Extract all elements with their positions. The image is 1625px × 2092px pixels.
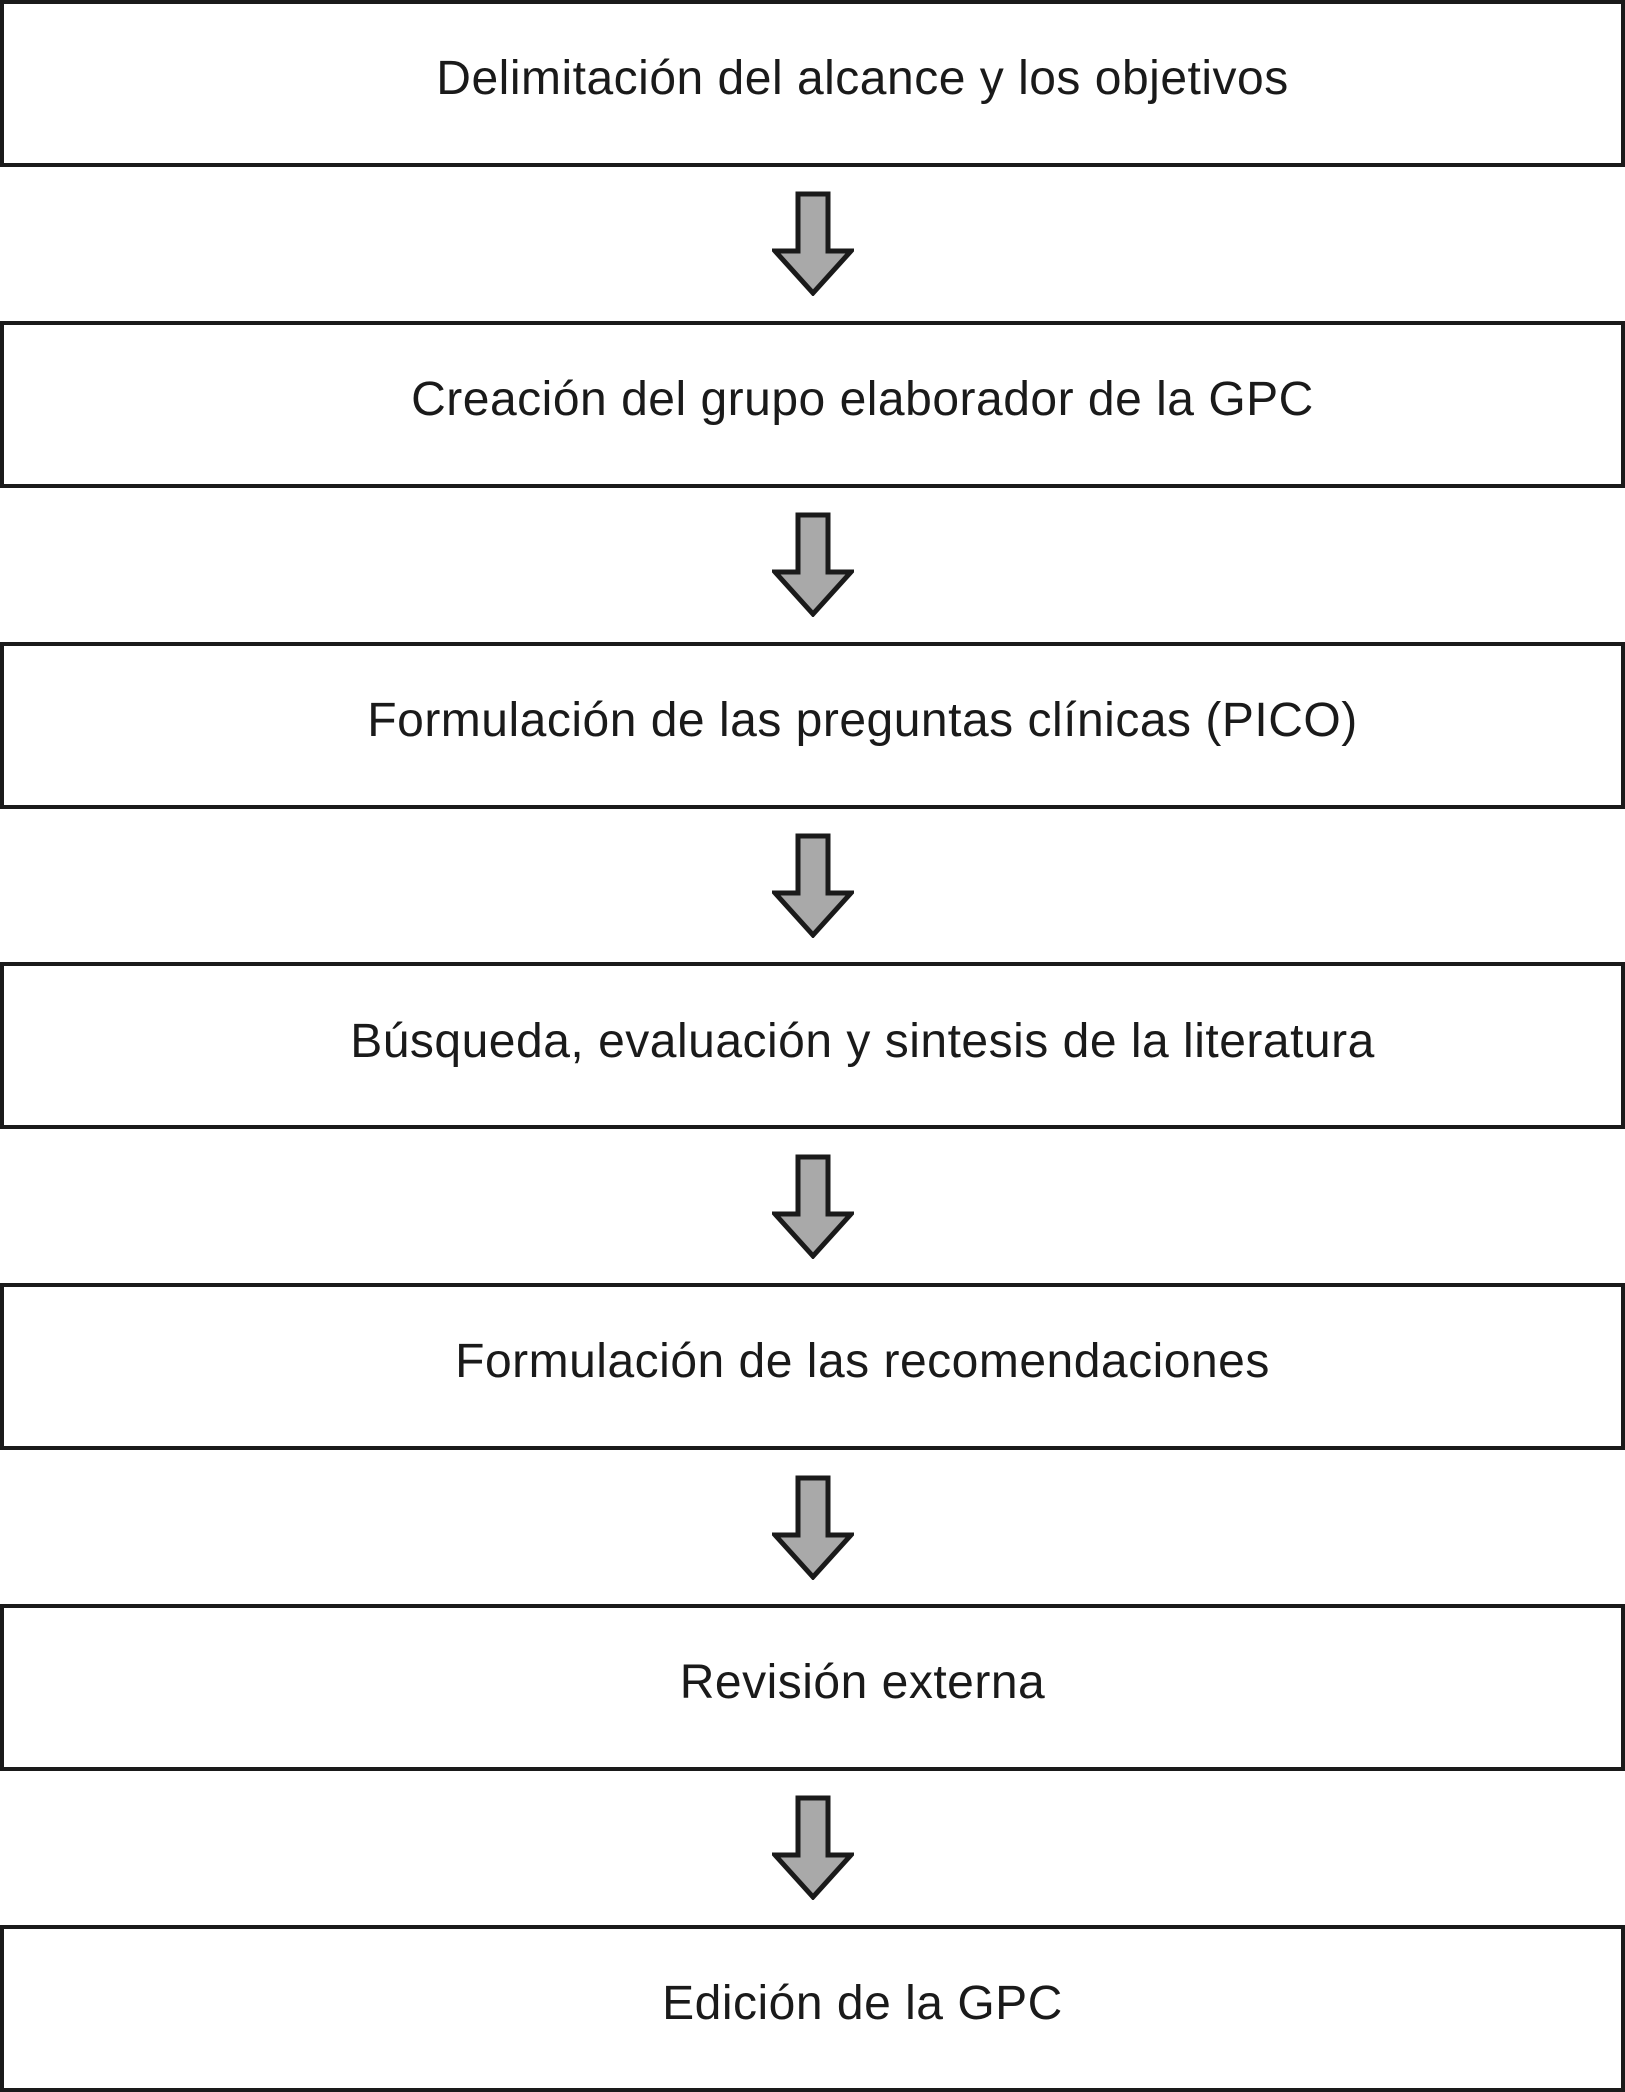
flow-step-label: Delimitación del alcance y los objetivos — [436, 52, 1289, 106]
arrow-down-icon — [771, 833, 854, 939]
flow-step-label: Formulación de las preguntas clínicas (P… — [367, 693, 1358, 747]
arrow-down-icon — [771, 1475, 854, 1580]
arrow-down-icon — [771, 1154, 854, 1259]
flow-step-box: Búsqueda, evaluación y sintesis de la li… — [0, 962, 1625, 1130]
flow-step-label: Revisión externa — [679, 1656, 1046, 1710]
flow-step-box: Formulación de las preguntas clínicas (P… — [0, 641, 1625, 809]
flow-step-label: Creación del grupo elaborador de la GPC — [411, 372, 1314, 426]
flow-step-label: Edición de la GPC — [662, 1976, 1063, 2030]
flow-step-box: Delimitación del alcance y los objetivos — [0, 0, 1625, 167]
arrow-down-icon — [771, 191, 854, 297]
arrow-down-icon — [771, 512, 854, 618]
flow-step-box: Creación del grupo elaborador de la GPC — [0, 320, 1625, 488]
flow-step-label: Búsqueda, evaluación y sintesis de la li… — [350, 1014, 1375, 1068]
flow-step-box: Revisión externa — [0, 1604, 1625, 1772]
arrow-down-icon — [771, 1795, 854, 1901]
flow-step-box: Formulación de las recomendaciones — [0, 1283, 1625, 1451]
flow-step-box: Edición de la GPC — [0, 1924, 1625, 2092]
flow-step-label: Formulación de las recomendaciones — [455, 1335, 1270, 1389]
